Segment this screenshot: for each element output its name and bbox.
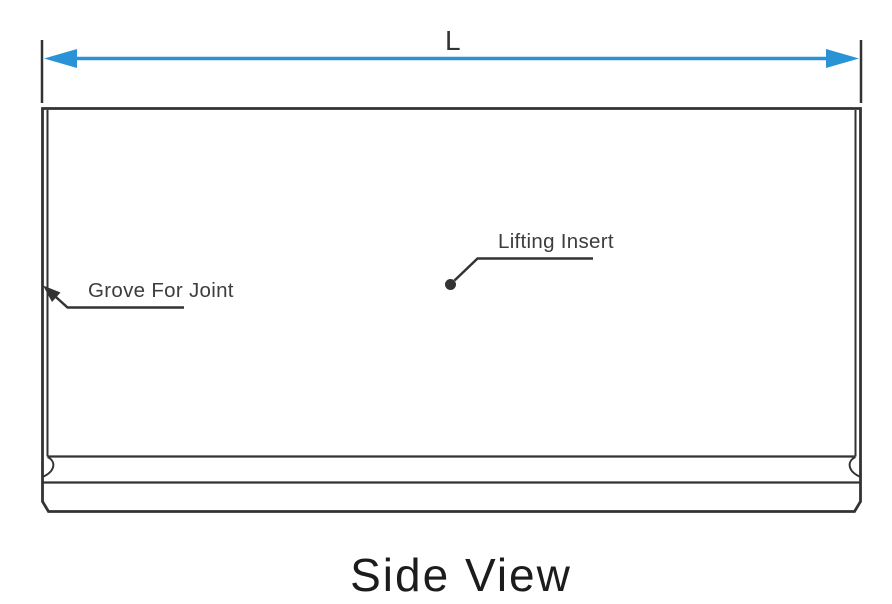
- edge-groove-arc-right: [848, 456, 861, 478]
- groove-leader-arrowhead-icon: [43, 285, 61, 302]
- dimension-label: L: [445, 25, 461, 56]
- groove-label: Grove For Joint: [88, 279, 234, 302]
- lifting-insert-dot-icon: [445, 279, 456, 290]
- lifting-insert-leader-line: [453, 257, 593, 282]
- lifting-insert-label: Lifting Insert: [498, 230, 614, 253]
- view-title: Side View: [350, 549, 572, 601]
- panel-outline: [41, 107, 862, 513]
- edge-groove-arc-left: [42, 456, 55, 478]
- dimension-arrowhead-left-icon: [44, 49, 77, 68]
- dimension-arrowhead-right-icon: [826, 49, 859, 68]
